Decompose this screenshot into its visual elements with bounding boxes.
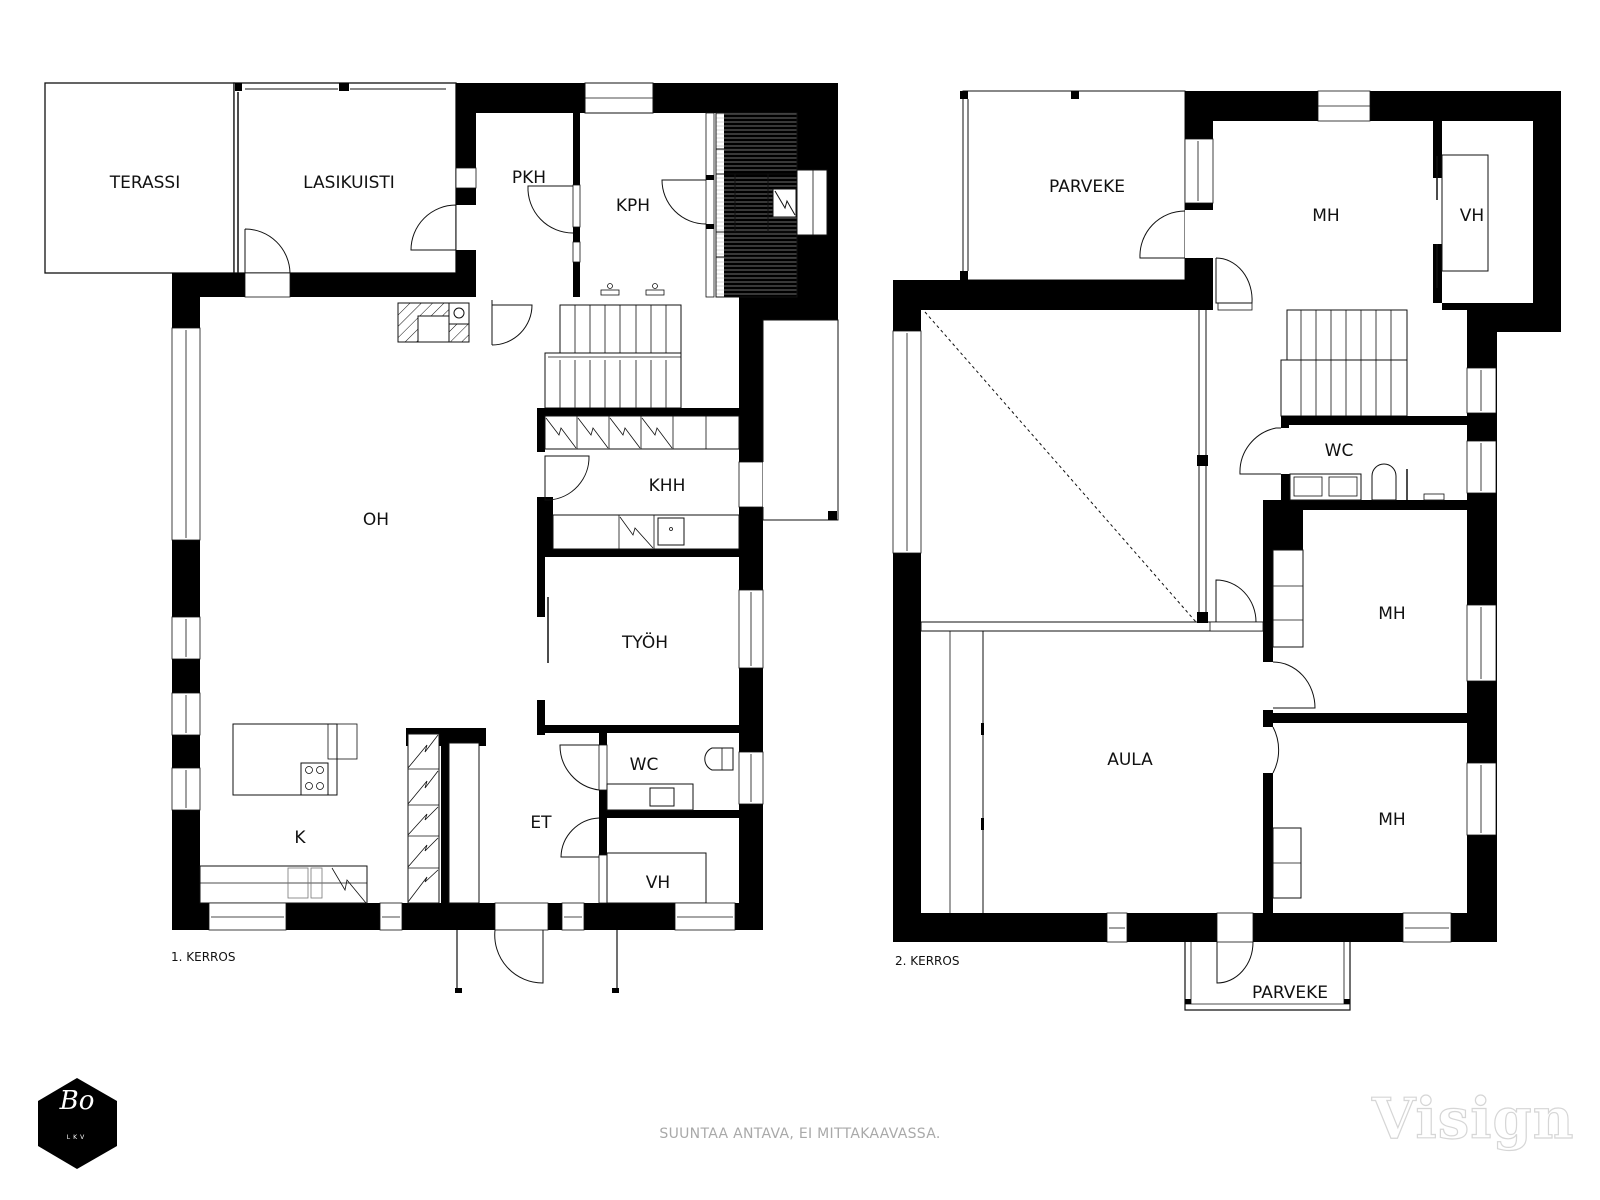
floor-2-label: 2. KERROS xyxy=(895,954,959,968)
shower-icon xyxy=(600,283,665,296)
visign-watermark: Visign xyxy=(1371,1085,1575,1152)
floor-1-plan xyxy=(44,82,839,993)
fireplace-icon xyxy=(397,302,470,343)
room-label-pkh: PKH xyxy=(512,168,546,188)
room-label-vh: VH xyxy=(646,873,670,893)
room-labels-floor-1: TERASSI LASIKUISTI PKH KPH OH KHH TYÖH K… xyxy=(109,168,686,964)
floor-1-label: 1. KERROS xyxy=(171,950,235,964)
room-labels-floor-2: PARVEKE MH VH WC MH AULA MH PARVEKE 2. K… xyxy=(895,177,1484,1003)
kitchen-island xyxy=(232,723,358,796)
room-label-wc: WC xyxy=(630,755,659,775)
room-label-kph: KPH xyxy=(616,196,650,216)
kitchen-counter xyxy=(199,865,368,904)
room-label-mh-bottom: MH xyxy=(1378,810,1405,830)
khh-cabinets xyxy=(544,415,740,550)
room-label-khh: KHH xyxy=(649,476,686,496)
logo-mark-text: Bo xyxy=(59,1086,95,1116)
sink-icon xyxy=(606,783,694,811)
wc-upper-fixtures xyxy=(1289,463,1445,501)
room-label-mh-top: MH xyxy=(1312,206,1339,226)
bo-lkv-logo-icon xyxy=(38,1078,117,1169)
room-label-parveke-bottom: PARVEKE xyxy=(1252,983,1328,1003)
staircase xyxy=(544,304,682,409)
room-label-tyoh: TYÖH xyxy=(621,631,668,653)
room-label-wc-upper: WC xyxy=(1325,441,1354,461)
staircase-upper xyxy=(1280,309,1408,417)
room-label-vh-upper: VH xyxy=(1460,206,1484,226)
sauna-stove-icon xyxy=(772,188,797,218)
room-label-lasikuisti: LASIKUISTI xyxy=(303,173,395,193)
room-label-k: K xyxy=(294,828,306,848)
room-label-aula: AULA xyxy=(1107,750,1153,770)
room-label-terassi: TERASSI xyxy=(109,173,180,193)
disclaimer-text: SUUNTAA ANTAVA, EI MITTAKAAVASSA. xyxy=(659,1126,941,1142)
terrace-outline xyxy=(44,82,235,274)
wardrobe-cabinets xyxy=(407,733,440,904)
floor-2-plan xyxy=(892,90,1561,1011)
toilet-icon xyxy=(704,747,734,771)
room-label-et: ET xyxy=(530,813,552,833)
logo-sub-text: LKV xyxy=(66,1134,88,1141)
floor-1-walls xyxy=(172,83,838,930)
room-label-oh: OH xyxy=(363,510,389,530)
room-label-mh-mid: MH xyxy=(1378,604,1405,624)
room-label-parveke-top: PARVEKE xyxy=(1049,177,1125,197)
